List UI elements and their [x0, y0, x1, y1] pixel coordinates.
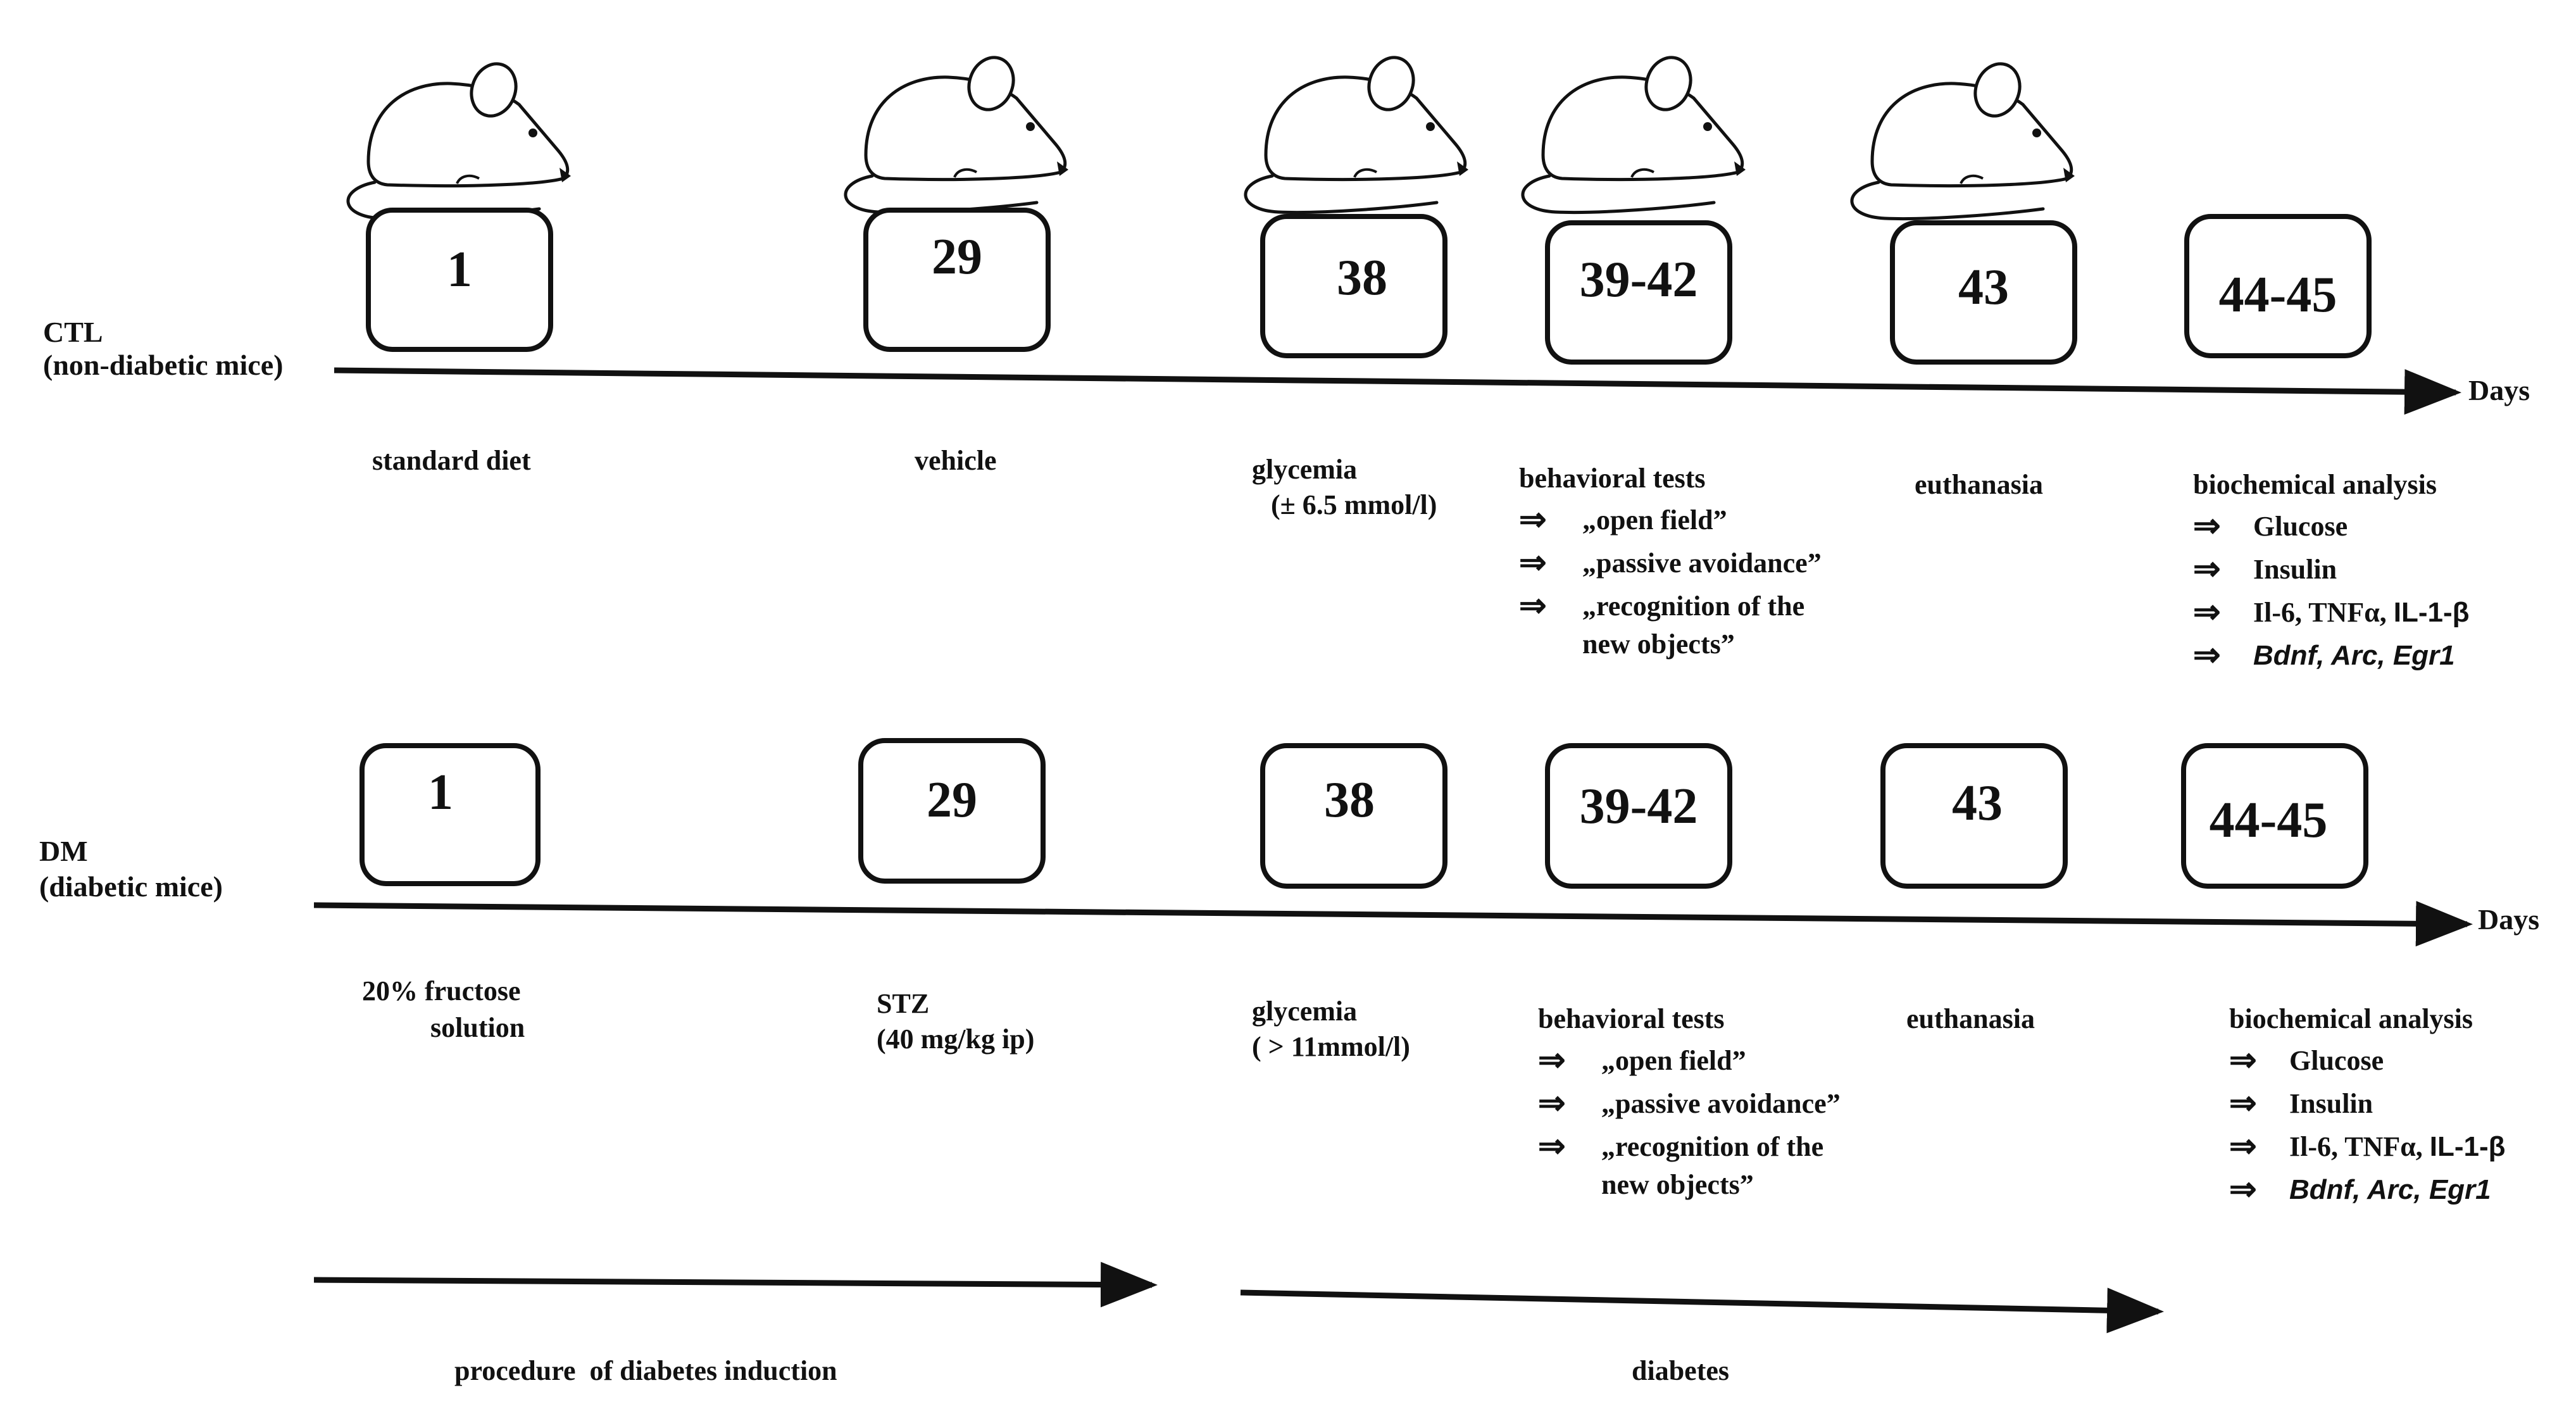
ctl-day-label: 1	[447, 242, 472, 297]
dm-biochem-item: Glucose	[2289, 1045, 2384, 1076]
dm-day-box	[2181, 743, 2368, 889]
dm-timeline-axis	[313, 901, 2473, 947]
ctl-day-box	[2184, 214, 2372, 358]
ctl-euthanasia: euthanasia	[1915, 469, 2043, 500]
induction-phase-arrow	[313, 1262, 1158, 1308]
ctl-behavioral-item: „recognition of the	[1582, 591, 1804, 622]
dm-row-sublabel: (diabetic mice)	[39, 870, 223, 903]
dm-behavioral-title: behavioral tests	[1538, 1003, 1725, 1034]
ctl-day-boxes	[366, 208, 2372, 365]
mouse-icon	[1852, 58, 2075, 219]
ctl-day-box	[366, 208, 553, 352]
dm-day-label: 44-45	[2210, 792, 2328, 848]
dm-implies-arrow: ⇒	[1538, 1128, 1566, 1165]
mouse-icon	[1246, 51, 1468, 213]
ctl-row-label: CTL	[43, 316, 103, 348]
ctl-treatment-1: standard diet	[372, 445, 531, 476]
ctl-biochem-genes: Bdnf, Arc, Egr1	[2253, 640, 2455, 671]
dm-biochem-cytokines: Il-6, TNFα, IL-1-β	[2289, 1131, 2506, 1162]
ctl-timeline-axis	[334, 367, 2461, 415]
dm-implies-arrow: ⇒	[2229, 1085, 2257, 1122]
dm-treatment-1: 20% fructose	[362, 975, 521, 1006]
ctl-implies-arrow: ⇒	[1519, 587, 1547, 624]
ctl-glycemia-value: (± 6.5 mmol/l)	[1271, 489, 1437, 520]
ctl-day-box	[1260, 214, 1447, 358]
ctl-biochem-cytokines-a: Il-6, TNFα,	[2253, 597, 2394, 628]
ctl-axis-label: Days	[2468, 374, 2530, 406]
dm-behavioral-item: „open field”	[1601, 1045, 1746, 1076]
ctl-day-label: 44-45	[2219, 267, 2337, 323]
dm-day-label: 29	[927, 772, 977, 828]
dm-implies-arrow: ⇒	[2229, 1128, 2257, 1165]
dm-biochem-genes: Bdnf, Arc, Egr1	[2289, 1174, 2491, 1205]
diabetes-phase-label: diabetes	[1632, 1355, 1729, 1386]
ctl-biochem-cytokines: Il-6, TNFα, IL-1-β	[2253, 597, 2470, 628]
dm-implies-arrow: ⇒	[2229, 1171, 2257, 1208]
dm-day-box	[1880, 743, 2068, 889]
ctl-implies-arrow: ⇒	[2193, 508, 2221, 544]
diabetes-phase-arrow	[1240, 1287, 2164, 1334]
ctl-implies-arrow: ⇒	[1519, 544, 1547, 581]
dm-implies-arrow: ⇒	[2229, 1042, 2257, 1079]
dm-day-box	[858, 738, 1046, 884]
mouse-icon	[1523, 51, 1746, 213]
dm-row-label: DM	[39, 835, 88, 867]
ctl-day-label: 29	[932, 229, 982, 285]
dm-day-boxes	[360, 738, 2368, 889]
ctl-day-label: 43	[1958, 260, 2009, 315]
dm-day-box	[1545, 743, 1732, 889]
ctl-biochem-cytokines-b: IL-1-β	[2394, 597, 2470, 628]
ctl-implies-arrow: ⇒	[1519, 501, 1547, 538]
ctl-day-label: 38	[1337, 250, 1387, 306]
mouse-icon	[846, 51, 1068, 213]
dm-biochem-item: Insulin	[2289, 1088, 2373, 1119]
dm-day-label: 1	[428, 765, 453, 820]
dm-treatment-1: solution	[430, 1012, 525, 1043]
mouse-icon	[348, 58, 571, 219]
ctl-biochem-title: biochemical analysis	[2193, 469, 2437, 500]
dm-implies-arrow: ⇒	[1538, 1085, 1566, 1122]
ctl-glycemia-title: glycemia	[1252, 454, 1357, 485]
dm-glycemia-value: ( > 11mmol/l)	[1252, 1031, 1410, 1062]
dm-day-box	[1260, 743, 1447, 889]
ctl-behavioral-item: new objects”	[1582, 629, 1735, 660]
dm-day-label: 39-42	[1580, 779, 1698, 834]
ctl-behavioral-item: „passive avoidance”	[1582, 548, 1822, 579]
ctl-day-box	[1545, 220, 1732, 365]
ctl-implies-arrow: ⇒	[2193, 637, 2221, 673]
ctl-treatment-2: vehicle	[915, 445, 997, 476]
dm-glycemia-title: glycemia	[1252, 996, 1357, 1027]
dm-day-label: 38	[1324, 772, 1375, 828]
dm-axis-label: Days	[2478, 903, 2539, 936]
dm-behavioral-item: new objects”	[1601, 1169, 1754, 1200]
ctl-behavioral-item: „open field”	[1582, 504, 1727, 535]
dm-day-box	[360, 743, 541, 886]
dm-euthanasia: euthanasia	[1906, 1003, 2035, 1034]
ctl-implies-arrow: ⇒	[2193, 594, 2221, 630]
ctl-biochem-item: Insulin	[2253, 554, 2337, 585]
ctl-biochem-item: Glucose	[2253, 511, 2348, 542]
ctl-implies-arrow: ⇒	[2193, 551, 2221, 587]
ctl-behavioral-title: behavioral tests	[1519, 463, 1706, 494]
ctl-row-sublabel: (non-diabetic mice)	[43, 349, 283, 381]
dm-treatment-2: STZ	[877, 988, 929, 1019]
dm-biochem-cytokines-b: IL-1-β	[2430, 1131, 2506, 1162]
dm-behavioral-item: „recognition of the	[1601, 1131, 1823, 1162]
dm-treatment-2: (40 mg/kg ip)	[877, 1024, 1034, 1055]
dm-behavioral-item: „passive avoidance”	[1601, 1088, 1841, 1119]
dm-biochem-title: biochemical analysis	[2229, 1003, 2473, 1034]
dm-biochem-cytokines-a: Il-6, TNFα,	[2289, 1131, 2430, 1162]
ctl-day-box	[863, 208, 1051, 352]
dm-implies-arrow: ⇒	[1538, 1042, 1566, 1079]
induction-phase-label: procedure of diabetes induction	[454, 1355, 837, 1386]
ctl-day-label: 39-42	[1580, 252, 1698, 308]
dm-day-label: 43	[1952, 775, 2003, 831]
ctl-day-box	[1890, 220, 2077, 365]
